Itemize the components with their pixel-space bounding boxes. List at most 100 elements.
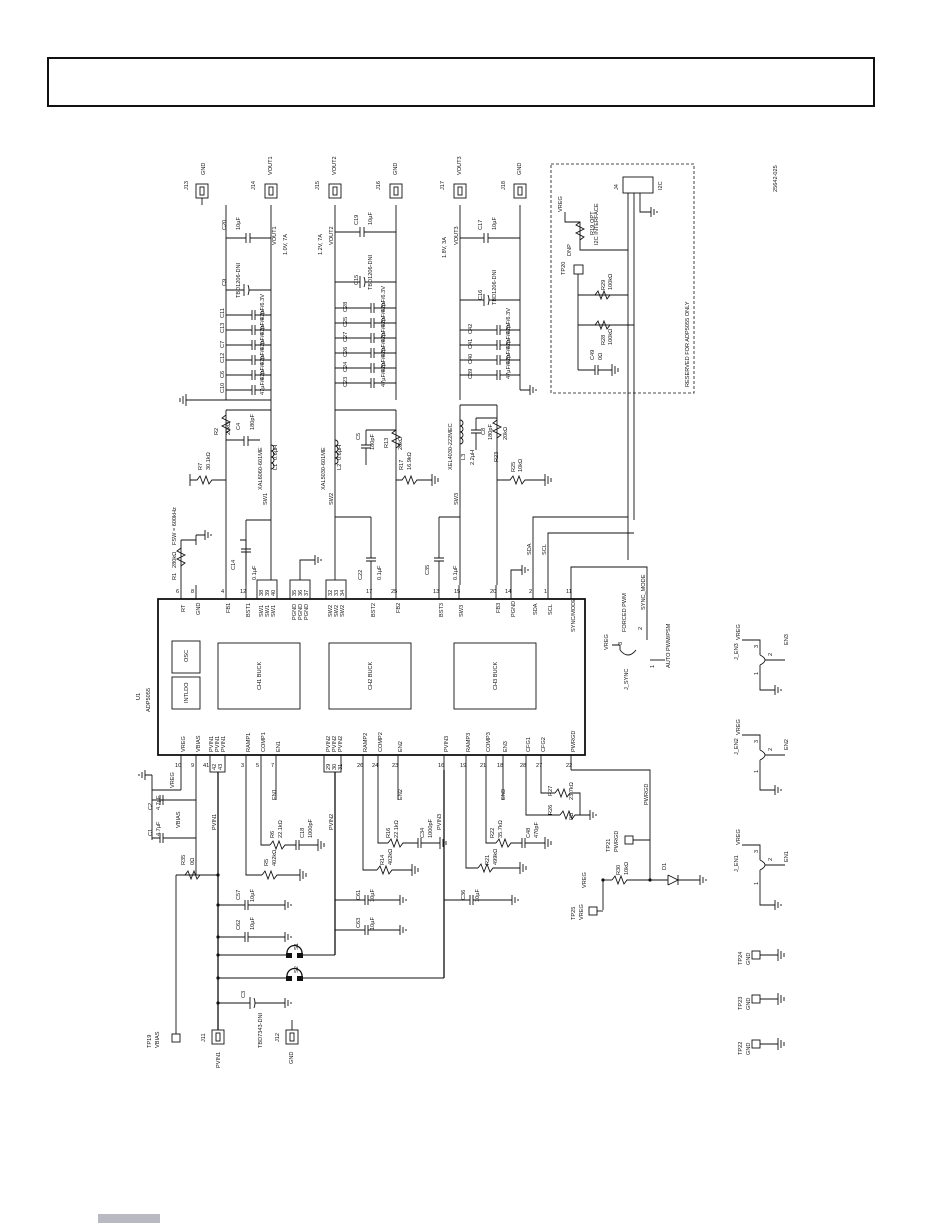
r28-val: 100kΩ [608,329,614,345]
pin-number: 42 [212,764,218,770]
r1-ref: R1 [172,573,178,580]
vout3-net: VOUT3 [454,226,460,245]
pin-number: 43 [218,764,224,770]
c9-val: TBD1206-DNI [236,262,242,298]
ch3-buck-block [453,642,537,710]
bottom-pin-ramp1: 3 RAMP1 [241,733,252,770]
c15-val: TBD1206-DNI [368,254,374,290]
c14-val: 0.1µF [252,565,258,580]
jen2-ref: J_EN2 [734,738,740,755]
c19-ref: C19 [354,215,360,225]
c2-vreg: VREG [170,772,176,788]
c3-val: TBD7343-DNI [258,1012,264,1048]
gnd-testpoint-23: TP23 GND [738,993,785,1010]
compensation-section: R5 402kΩ R6 22.1kΩ C18 1000pF EN1 R14 40… [245,770,552,881]
pin-number: 14 [505,589,511,595]
pin-name: EN2 [398,741,404,752]
jumper-pin: 3 [754,740,760,743]
s1-jumper [286,944,303,954]
r22-val: 35.7kΩ [498,820,504,838]
r16-resistor [387,837,447,849]
pin-name: PVIN3 [444,736,450,752]
pin-name: PVIN2 [332,736,338,752]
intldo-label: INTLDO [184,682,190,703]
c8-ref: C8 [481,428,487,435]
pin-name: GND [196,603,202,615]
bottom-pin-vbias: 9 VBIAS [191,735,202,770]
c18-ref: C18 [300,828,306,838]
footer-bar [98,1214,160,1223]
c14-cap [241,540,251,585]
pin-number: 24 [372,763,378,769]
r28-ref: R28 [601,335,607,345]
en1-net: EN1 [272,789,278,800]
c5-cap [361,429,396,465]
c19-cap [335,227,396,237]
pin-name: CFG2 [541,737,547,752]
c17-val: 10µF [492,217,498,230]
cap-val: 47µF/6.3V [260,369,266,395]
top-pin-bst3: 13 BST3 [433,585,445,617]
pin-number: 35 [292,590,298,596]
r26-resistor [559,809,597,821]
j16-net: GND [393,163,399,175]
tp22-net: GND [746,1043,752,1055]
gnd-testpoint-24: TP24 GND [738,949,785,965]
jumper-pin: 3 [754,850,760,853]
en-jumper-3: VREG J_EN3 EN3 3 2 1 [734,624,790,695]
tp25-testpoint [588,906,598,916]
en2-net: EN2 [398,789,404,800]
c19-val: 10µF [368,212,374,225]
c36-cap [444,895,519,905]
jsync-jumper [619,630,648,656]
bottom-pin-en3: 18 EN3 [497,741,509,770]
pin-name: COMP1 [261,732,267,752]
fsw-label: FSW = 600kHz [172,507,178,545]
c48-val: 470pF [534,822,540,838]
i2c-note: RESERVED FOR ADP5055 ONLY [685,301,691,387]
cfg-vreg: VREG [582,872,588,888]
d1-ref: D1 [662,863,668,870]
vout1-cap-ladder: C11 C13 C7 C12 C6 C10 47µF/6.3V 47µF/6.3… [220,294,271,395]
tp24-net: GND [746,953,752,965]
pin-name: CFG1 [526,737,532,752]
l1-part: XAL6060-601ME [258,447,264,490]
vout3-cap-ladder: C42 C41 C40 C39 47µF/6.3V 47µF/6.3V 47µF… [460,308,520,380]
pin-name: PWRGD [571,731,577,752]
cap-ref: C10 [220,383,226,393]
figure-code: 25642-025 [773,165,779,192]
c35-ref: C35 [425,565,431,575]
r5-ref: R5 [264,859,270,866]
pin-number: 40 [271,590,277,596]
sw3-net: SW3 [454,493,460,505]
pin-number: 37 [304,590,310,596]
bottom-pin-en2: 23 EN2 [392,741,404,770]
r5-resistor [261,869,307,881]
en3-net: EN3 [501,789,507,800]
c62-cap [218,932,292,942]
top-pin-scl: 1 SCL [544,585,554,615]
vout1-section: J13 GND J14 VOUT1 VOUT1 1.0V, 7A C20 10µ… [172,156,289,585]
cap-ref: C27 [343,332,349,342]
top-pin-fb2: 25 FB2 [391,585,402,613]
sw2-net: SW2 [329,493,335,505]
j16-ref: J16 [376,181,382,190]
bottom-pin-cfg1: 28 CFG1 [520,737,532,770]
r29-ref: R29 [601,280,607,290]
tp19-ref: TP19 [147,1035,153,1048]
r1-val: 280kΩ [172,552,178,568]
pin-name: EN1 [276,741,282,752]
sync-pin-2: 2 [638,627,644,630]
pin-name: RAMP3 [466,733,472,752]
pin-name: PGND [298,604,304,620]
j4-header [622,176,654,194]
r23-resistor [491,419,503,439]
pin-name: PGND [304,604,310,620]
vout2-spec: 1.2V, 7A [318,234,324,255]
pin-name: SW1 [265,605,271,617]
jack-j11 [211,1029,225,1045]
bottom-pin-pvin2-group: 29 30 31 PVIN2 PVIN2 PVIN2 [323,736,344,773]
l2-inductor [334,439,339,465]
c61-cap [335,895,407,905]
pin-number: 31 [338,764,344,770]
